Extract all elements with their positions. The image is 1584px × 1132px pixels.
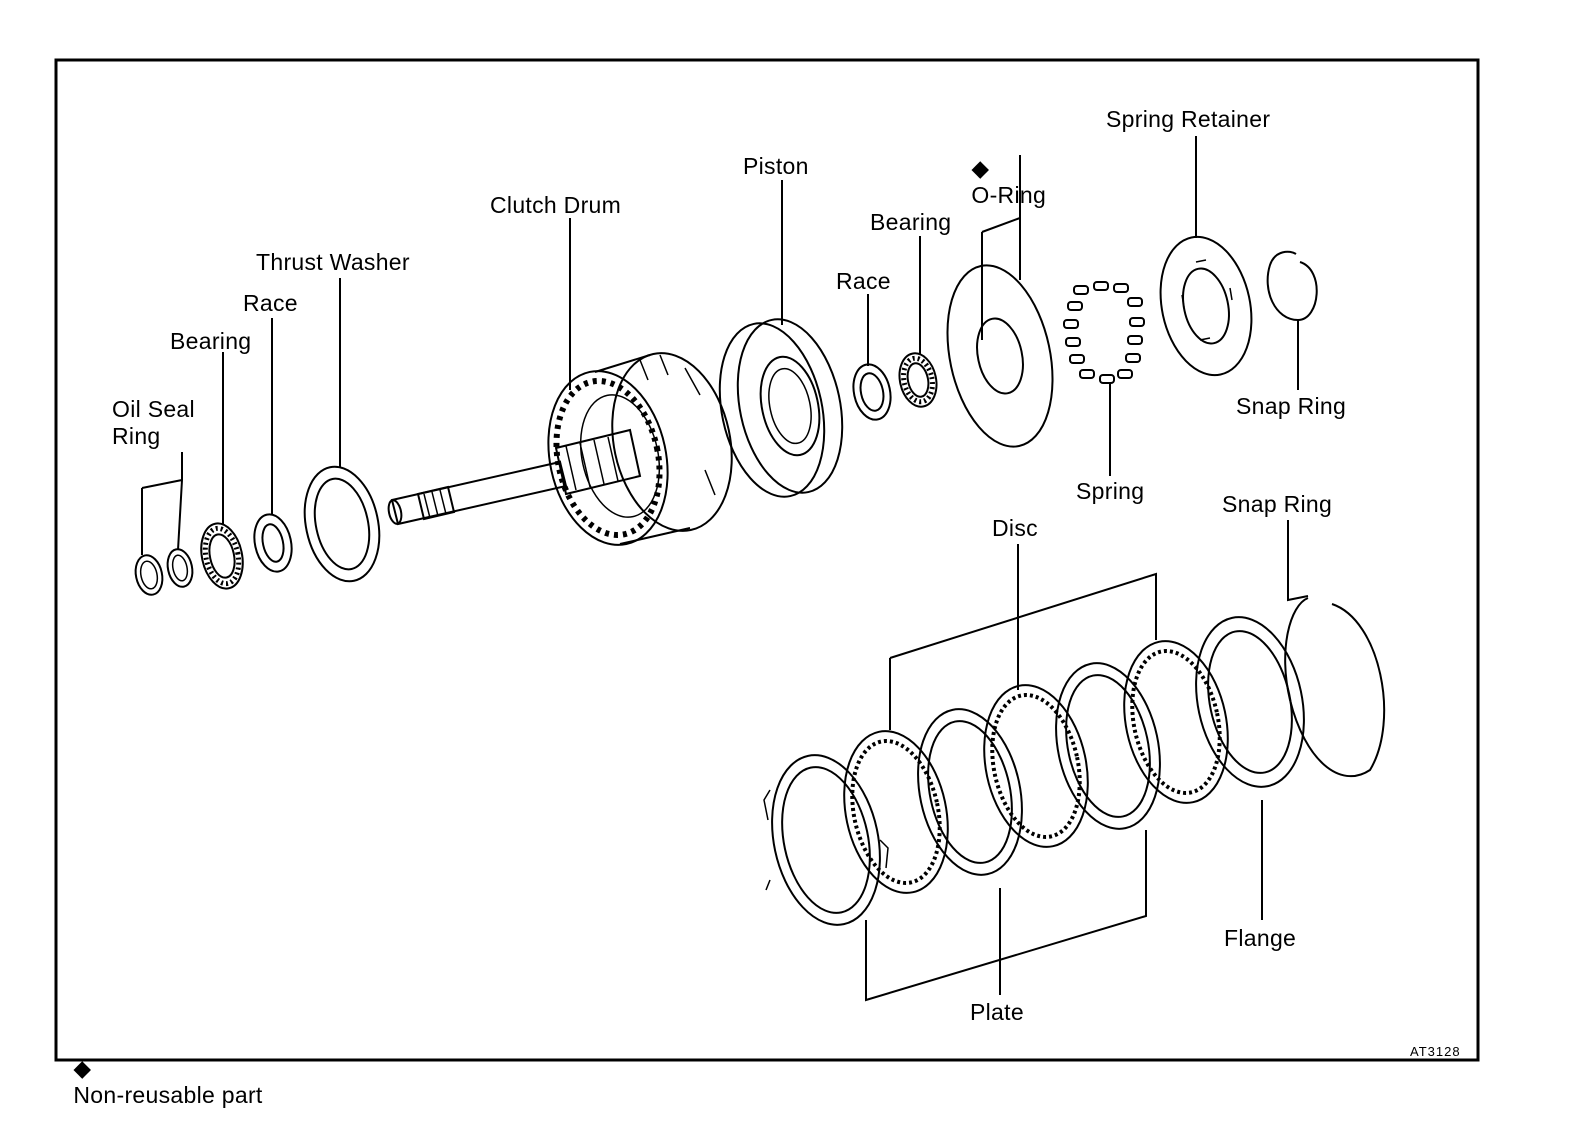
legend-non-reusable: ◆ Non-reusable part xyxy=(60,1028,263,1109)
label-plate: Plate xyxy=(970,999,1024,1025)
legend-text: Non-reusable part xyxy=(73,1082,263,1108)
non-reusable-marker-icon: ◆ xyxy=(971,155,990,181)
figure-code: AT3128 xyxy=(1410,1044,1461,1059)
label-snap-ring-top: Snap Ring xyxy=(1236,393,1347,419)
label-piston: Piston xyxy=(743,153,809,179)
label-clutch-drum: Clutch Drum xyxy=(490,192,622,218)
label-spring-retainer: Spring Retainer xyxy=(1106,106,1271,132)
label-race-right: Race xyxy=(836,268,891,294)
race-right-part xyxy=(852,363,892,421)
label-disc: Disc xyxy=(992,515,1038,541)
label-bearing-right: Bearing xyxy=(870,209,952,235)
label-snap-ring-lower: Snap Ring xyxy=(1222,491,1333,517)
snap-ring-top-part xyxy=(1266,250,1318,322)
input-shaft-part xyxy=(387,428,642,526)
spring-part xyxy=(1063,281,1145,384)
label-race-left: Race xyxy=(243,290,298,316)
diagram-frame xyxy=(54,58,1480,1062)
o-ring-part xyxy=(946,264,1054,448)
label-o-ring: ◆ O-Ring xyxy=(958,128,1046,209)
race-left-part xyxy=(253,513,293,573)
label-thrust-washer: Thrust Washer xyxy=(256,249,410,275)
spring-retainer-part xyxy=(1159,235,1253,377)
oil-seal-ring-part xyxy=(134,548,194,596)
label-oil-seal-ring: Oil Seal Ring xyxy=(112,396,195,449)
label-o-ring-text: O-Ring xyxy=(971,182,1047,208)
label-bearing-left: Bearing xyxy=(170,328,252,354)
clutch-drum-part xyxy=(547,352,733,546)
thrust-washer-part xyxy=(303,465,381,583)
snap-ring-lower-part xyxy=(1284,597,1386,777)
bearing-left-part xyxy=(200,522,244,590)
leader-lines xyxy=(141,136,1309,1002)
label-flange: Flange xyxy=(1224,925,1297,951)
legend-marker-icon: ◆ xyxy=(73,1055,92,1081)
bearing-right-part xyxy=(898,352,938,408)
label-spring: Spring xyxy=(1076,478,1145,504)
clutch-pack-part xyxy=(763,616,1305,926)
piston-part xyxy=(718,318,844,498)
